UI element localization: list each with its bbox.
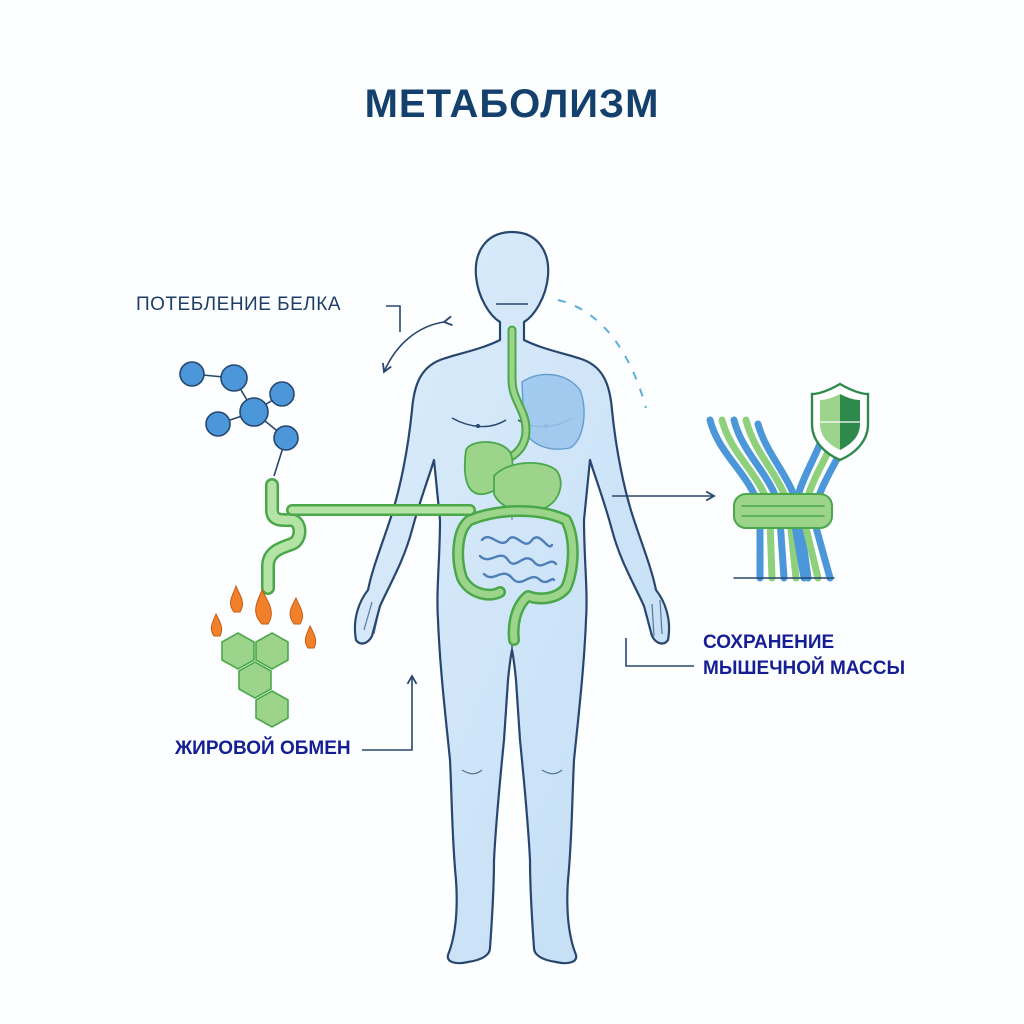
connector-arrows [362,299,716,751]
molecule-icon [179,361,299,477]
shield-icon [810,382,870,462]
fat-metabolism-label: ЖИРОВОЙ ОБМЕН [175,738,351,759]
liver-organ [521,373,585,450]
muscle-label-line-1: СОХРАНЕНИЕ [703,632,835,653]
page-title: МЕТАБОЛИЗМ [364,82,660,126]
muscle-fiber-icon [706,416,856,582]
muscle-preservation-label: СОХРАНЕНИЕ МЫШЕЧНОЙ МАССЫ [703,630,905,682]
hexagon-cell-icon [221,632,289,728]
fire-icon [210,584,317,649]
nutrient-pipe [261,478,476,595]
digestive-tract [452,325,579,646]
protein-intake-label: ПОТЕБЛЕНИЕ БЕЛКА [136,294,342,315]
human-body-figure [353,230,671,965]
muscle-label-line-2: МЫШЕЧНОЙ МАССЫ [703,658,906,679]
